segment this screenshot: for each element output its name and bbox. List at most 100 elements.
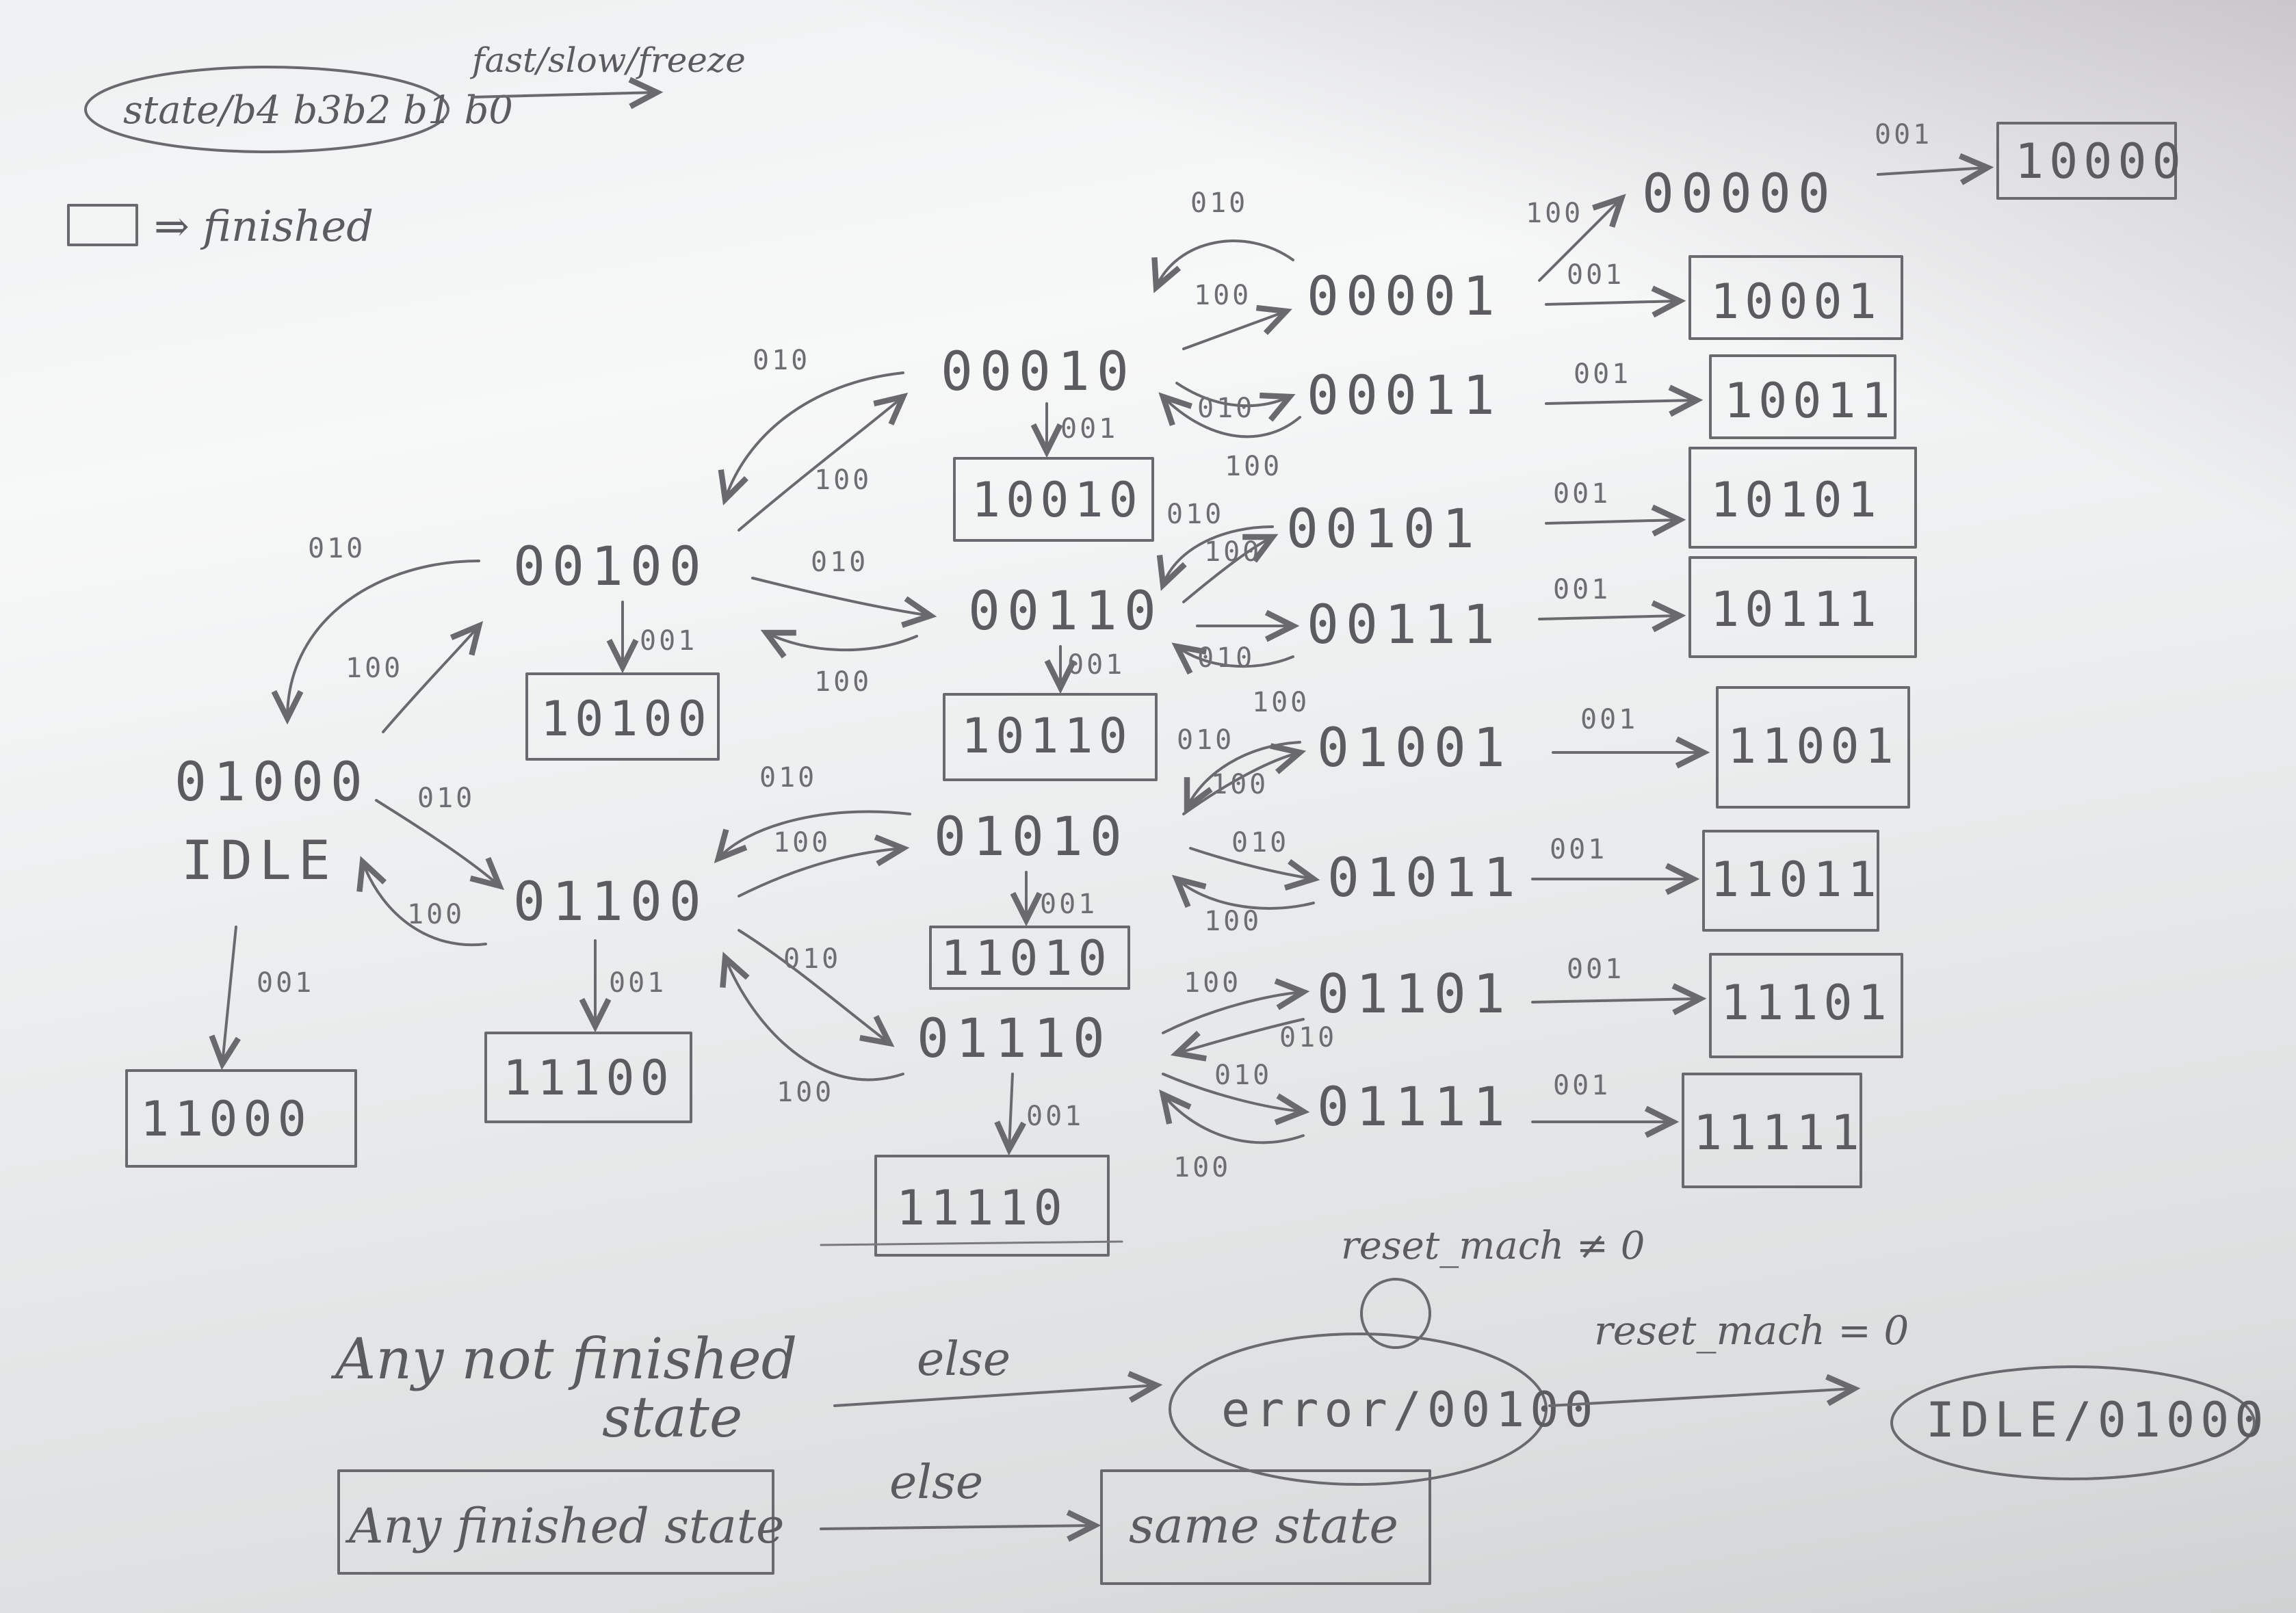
label-100: 100 bbox=[1211, 769, 1268, 800]
arrow-to-idle bbox=[1548, 1374, 1861, 1407]
any-not-finished-line1: Any not finished bbox=[330, 1327, 797, 1392]
label-001: 001 bbox=[1553, 478, 1610, 510]
state-idle-label: IDLE bbox=[181, 830, 337, 892]
state-01100: 01100 bbox=[513, 871, 708, 933]
label-001: 001 bbox=[609, 967, 666, 999]
transition-00111-00110 bbox=[1171, 642, 1294, 675]
label-010: 010 bbox=[1190, 187, 1248, 219]
idle-state-text: IDLE/01000 bbox=[1926, 1392, 2269, 1448]
label-010: 010 bbox=[1177, 724, 1234, 756]
svg-text:11011: 11011 bbox=[1710, 852, 1882, 908]
transition-01000-01100 bbox=[375, 799, 505, 891]
finished-10001: 10001 bbox=[1688, 255, 1903, 340]
same-state-text: same state bbox=[1129, 1497, 1398, 1554]
transition-01000-00100 bbox=[382, 620, 484, 733]
transition-00010-00011 bbox=[1175, 382, 1296, 422]
transition-01101-11101 bbox=[1531, 983, 1707, 1016]
transition-01110-11110 bbox=[994, 1073, 1027, 1156]
label-001: 001 bbox=[1567, 259, 1624, 291]
error-state-bubble bbox=[1169, 1333, 1548, 1486]
state-01000: 01000 bbox=[174, 752, 369, 813]
state-00011: 00011 bbox=[1307, 365, 1502, 427]
legend-state-bubble bbox=[84, 66, 449, 153]
label-010: 010 bbox=[759, 762, 817, 794]
transition-00101-10101 bbox=[1545, 504, 1686, 537]
transition-01001-01010 bbox=[1184, 741, 1301, 813]
legend-finished-text: ⇒ finished bbox=[154, 201, 374, 251]
label-100: 100 bbox=[814, 666, 872, 698]
transition-00111-10111 bbox=[1538, 600, 1686, 633]
finished-10000: 10000 bbox=[1996, 122, 2181, 200]
state-00000: 00000 bbox=[1642, 163, 1837, 225]
label-001: 001 bbox=[1567, 954, 1624, 985]
label-100: 100 bbox=[1194, 280, 1251, 311]
label-100: 100 bbox=[1225, 451, 1282, 482]
legend-finished-box bbox=[67, 204, 138, 246]
transition-00100-01000 bbox=[271, 560, 480, 725]
transition-01101-01110 bbox=[1171, 1018, 1305, 1062]
label-100: 100 bbox=[777, 1077, 834, 1108]
finished-11110: 11110 bbox=[874, 1155, 1110, 1257]
finished-11010: 11010 bbox=[929, 926, 1130, 990]
state-01101: 01101 bbox=[1317, 964, 1512, 1025]
label-001: 001 bbox=[1550, 834, 1607, 865]
transition-01111-01110 bbox=[1159, 1089, 1305, 1144]
label-001: 001 bbox=[1060, 413, 1118, 445]
label-100: 100 bbox=[773, 827, 831, 858]
label-100: 100 bbox=[1204, 906, 1262, 937]
label-010: 010 bbox=[1197, 642, 1255, 674]
state-01010: 01010 bbox=[934, 806, 1129, 868]
label-001: 001 bbox=[1553, 574, 1610, 605]
transition-01010-01100 bbox=[714, 810, 911, 864]
transition-01100-01010 bbox=[738, 834, 910, 897]
svg-text:10011: 10011 bbox=[1724, 373, 1896, 429]
transition-01110-01111 bbox=[1162, 1073, 1310, 1125]
transition-01110-01101 bbox=[1162, 978, 1310, 1034]
transition-00001-10001 bbox=[1545, 285, 1686, 318]
finished-11011: 11011 bbox=[1702, 830, 1882, 932]
label-001: 001 bbox=[1574, 358, 1631, 390]
svg-text:10110: 10110 bbox=[961, 708, 1133, 764]
svg-text:11111: 11111 bbox=[1693, 1105, 1865, 1161]
label-100: 100 bbox=[814, 464, 872, 496]
transition-01011-01010 bbox=[1171, 874, 1315, 910]
label-001: 001 bbox=[1875, 119, 1932, 150]
state-01001: 01001 bbox=[1317, 718, 1512, 779]
arrow-to-error bbox=[833, 1371, 1163, 1407]
state-00110: 00110 bbox=[968, 581, 1163, 642]
label-010: 010 bbox=[1231, 827, 1289, 858]
reset-to-idle-label: reset_mach = 0 bbox=[1594, 1307, 1909, 1354]
transition-00001-010 bbox=[1151, 239, 1294, 293]
transition-00001-00000 bbox=[1538, 194, 1626, 282]
transition-00011-10011 bbox=[1545, 384, 1704, 417]
transition-00110-00101 bbox=[1182, 534, 1279, 603]
state-00001: 00001 bbox=[1307, 266, 1502, 328]
svg-text:10111: 10111 bbox=[1710, 581, 1882, 638]
state-00010: 00010 bbox=[941, 341, 1136, 403]
svg-text:10010: 10010 bbox=[971, 472, 1143, 528]
svg-text:11101: 11101 bbox=[1721, 975, 1892, 1031]
label-010: 010 bbox=[1214, 1060, 1272, 1091]
label-010: 010 bbox=[417, 783, 475, 814]
label-001: 001 bbox=[1026, 1101, 1084, 1132]
label-010: 010 bbox=[308, 533, 365, 564]
svg-text:10100: 10100 bbox=[540, 691, 712, 747]
state-01011: 01011 bbox=[1327, 848, 1522, 909]
label-010: 010 bbox=[753, 345, 810, 376]
state-01110: 01110 bbox=[917, 1008, 1112, 1070]
label-001: 001 bbox=[1040, 889, 1097, 920]
label-100: 100 bbox=[1204, 536, 1262, 568]
transition-00000-10000 bbox=[1877, 153, 1994, 185]
label-001: 001 bbox=[1067, 649, 1125, 681]
any-not-finished-line2: state bbox=[602, 1385, 742, 1450]
svg-text:10101: 10101 bbox=[1710, 472, 1882, 528]
label-010: 010 bbox=[1279, 1022, 1337, 1053]
legend-state-bubble-text: state/b4 b3b2 b1 b0 bbox=[123, 88, 513, 133]
svg-text:10001: 10001 bbox=[1710, 274, 1882, 330]
else-label-top: else bbox=[917, 1333, 1010, 1387]
finished-11000: 11000 bbox=[125, 1069, 357, 1168]
error-self-loop bbox=[1360, 1278, 1431, 1349]
label-010: 010 bbox=[1197, 393, 1255, 424]
